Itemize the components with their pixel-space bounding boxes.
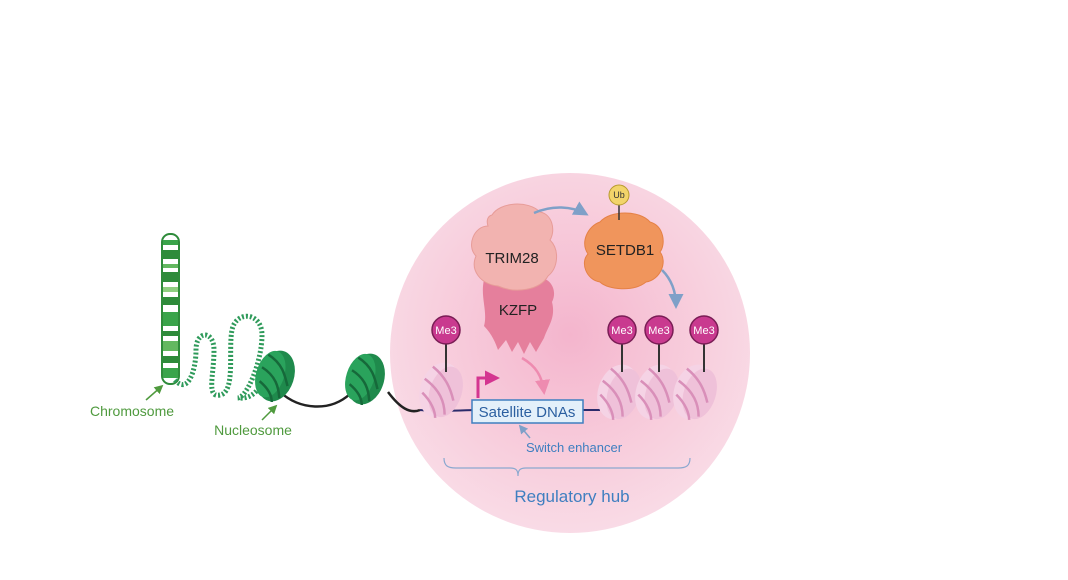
- svg-text:Me3: Me3: [693, 325, 714, 337]
- satellite-dnas-box: Satellite DNAs: [471, 399, 584, 424]
- regulatory-hub-circle: [390, 173, 750, 533]
- svg-text:Ub: Ub: [613, 190, 625, 200]
- regulatory-hub-label: Regulatory hub: [514, 487, 629, 506]
- switch-enhancer-arrow: [518, 424, 531, 439]
- svg-text:Me3: Me3: [611, 325, 632, 337]
- nucleosome-green-1: [255, 350, 295, 403]
- transcription-start-arrow: [476, 370, 500, 398]
- svg-text:Me3: Me3: [648, 325, 669, 337]
- me3-mark-left: Me3: [431, 315, 461, 345]
- nucleosome-pink-right-3: [673, 364, 717, 420]
- nucleosome-pink-left: [419, 362, 463, 418]
- me3-mark-right-2: Me3: [644, 315, 674, 345]
- me3-mark-right-3: Me3: [689, 315, 719, 345]
- svg-text:TRIM28: TRIM28: [485, 250, 538, 267]
- svg-text:Me3: Me3: [435, 325, 456, 337]
- nucleosome-label-arrow: [261, 404, 278, 421]
- nucleosome-pink-right-2: [635, 364, 679, 420]
- svg-text:SETDB1: SETDB1: [596, 242, 654, 259]
- trim28-protein: TRIM28: [471, 203, 557, 291]
- kzfp-to-satellite-arrow: [521, 356, 550, 395]
- nucleosome-green-2: [345, 353, 385, 406]
- trim28-to-setdb1-arrow: [533, 201, 589, 216]
- chromosome-label-arrow: [145, 384, 164, 401]
- nucleosome-pink-right-1: [597, 364, 641, 420]
- ub-tag: Ub: [608, 184, 630, 206]
- setdb1-protein: SETDB1: [584, 212, 664, 290]
- svg-text:Satellite DNAs: Satellite DNAs: [479, 404, 576, 421]
- linker-dna: [279, 391, 421, 413]
- chromosome-icon: [161, 233, 180, 385]
- setdb1-to-me3-arrow: [661, 269, 684, 309]
- nucleosome-label: Nucleosome: [214, 422, 292, 438]
- svg-text:KZFP: KZFP: [499, 302, 537, 319]
- me3-mark-right-1: Me3: [607, 315, 637, 345]
- chromosome-label: Chromosome: [90, 403, 174, 419]
- kzfp-protein: KZFP: [482, 272, 555, 354]
- regulatory-hub-bracket: [443, 457, 691, 477]
- chromatin-fiber: [173, 313, 271, 401]
- switch-enhancer-label: Switch enhancer: [526, 440, 623, 455]
